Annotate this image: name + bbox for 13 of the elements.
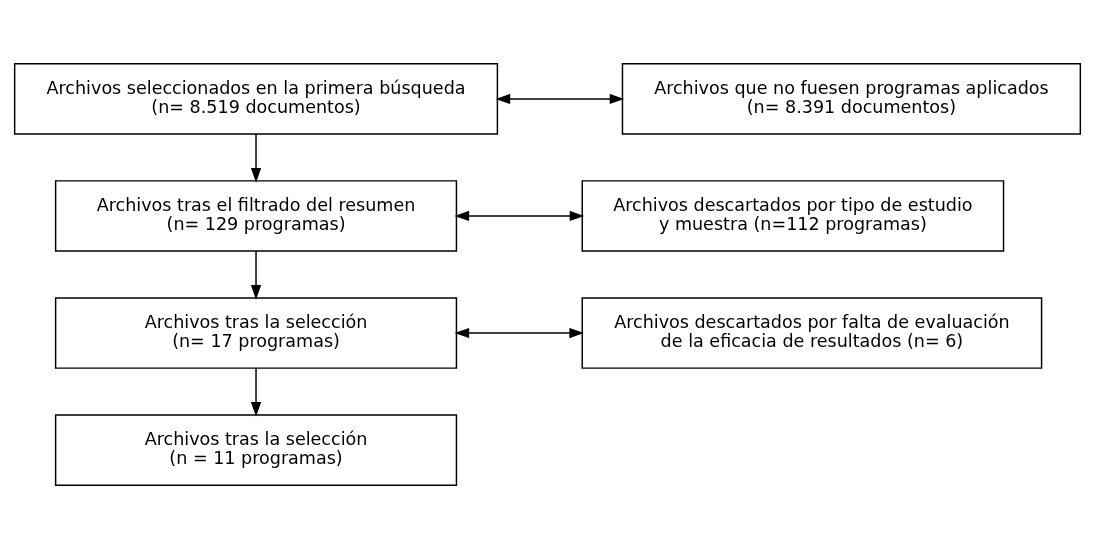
arrow	[250, 366, 262, 417]
node-box: Archivos que no fuesen programas aplicados (n= 8.391 documentos)	[621, 62, 1082, 135]
arrow	[454, 327, 584, 338]
node-box: Archivos tras el filtrado del resumen (n= 129 programas)	[54, 179, 458, 252]
arrow	[250, 132, 262, 183]
arrow	[250, 249, 262, 300]
node-box: Archivos tras la selección (n= 17 programas)	[54, 296, 458, 369]
node-box: Archivos seleccionados en la primera búsqueda (n= 8.519 documentos)	[13, 62, 499, 135]
node-box: Archivos descartados por tipo de estudio y muestra (n=112 programas)	[581, 179, 1005, 252]
node-box: Archivos descartados por falta de evaluación de la eficacia de resultados (n= 6)	[581, 296, 1043, 369]
arrow	[495, 93, 625, 104]
node-box: Archivos tras la selección (n = 11 programas)	[54, 413, 458, 486]
arrow	[454, 210, 585, 221]
